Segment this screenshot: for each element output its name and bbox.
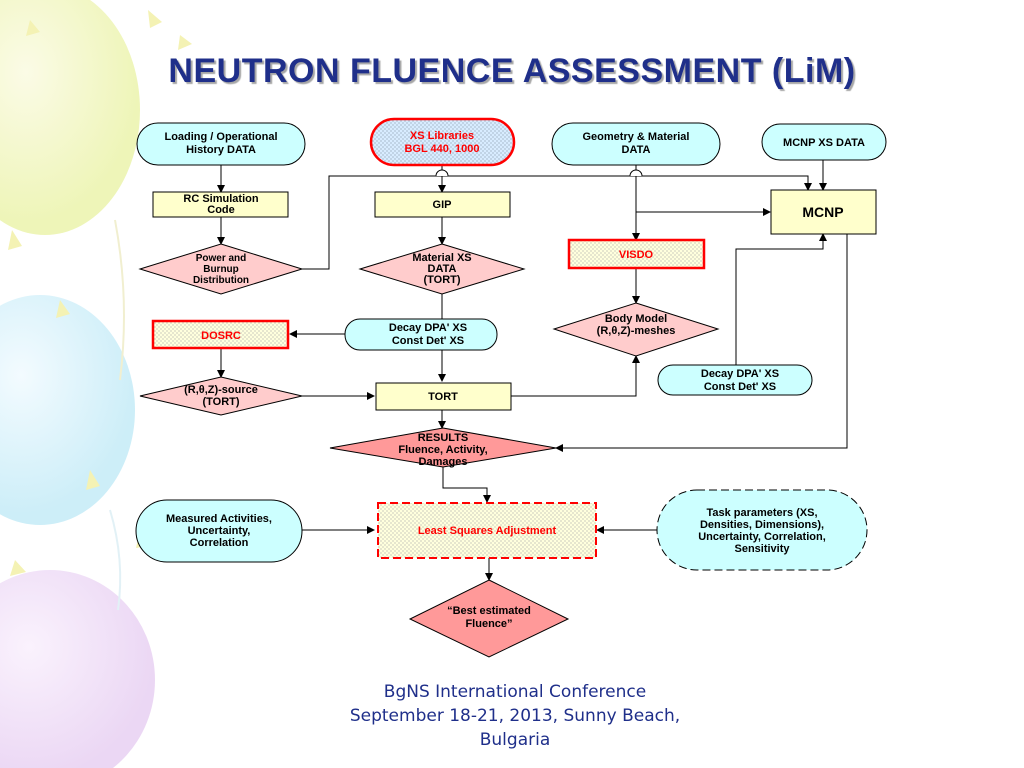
node-visdo: VISDO [567,238,706,270]
node-best-estimated-fluence-line-2: Fluence” [465,618,512,630]
node-visdo-line-1: VISDO [619,249,654,261]
svg-text:(R,θ,Z)-source(TORT): (R,θ,Z)-source(TORT) [184,384,258,408]
node-geometry-line-1: Geometry & Material [583,131,690,143]
svg-text:MCNP: MCNP [802,204,843,220]
node-task-parameters-line-3: Uncertainty, Correlation, [698,531,826,543]
svg-text:VISDO: VISDO [619,249,654,261]
node-mcnp-line-1: MCNP [802,204,843,220]
svg-text:TORT: TORT [428,391,458,403]
node-least-squares-line-1: Least Squares Adjustment [418,525,557,537]
footer-line-1: BgNS International Conference [383,682,647,702]
node-body-model-line-2: (R,θ,Z)-meshes [597,325,676,337]
node-decay-consts-mcnp-line-2: Const Det' XS [704,381,776,393]
conference-footer: BgNS International Conference September … [300,680,730,752]
node-least-squares: Least Squares Adjustment [377,502,597,559]
node-power-burnup-line-3: Distribution [193,275,249,286]
svg-text:Task parameters (XS,Densities,: Task parameters (XS,Densities, Dimension… [698,507,826,555]
node-measured-activities: Measured Activities,Uncertainty,Correlat… [135,499,303,563]
node-best-estimated-fluence-line-1: “Best estimated [447,605,531,617]
node-source-tort: (R,θ,Z)-source(TORT) [139,376,303,416]
node-geometry-line-2: DATA [622,144,651,156]
svg-text:GIP: GIP [433,199,452,211]
svg-text:Measured Activities,Uncertain: Measured Activities,Uncertainty,Correlat… [166,513,272,549]
node-xs-libraries-line-1: XS Libraries [410,130,474,142]
node-mcnp-xs-data: MCNP XS DATA [761,123,887,161]
node-measured-activities-line-2: Uncertainty, [188,525,251,537]
node-material-xs-line-1: Material XS [412,252,471,264]
node-xs-libraries-line-2: BGL 440, 1000 [404,143,479,155]
node-body-model: Body Model(R,θ,Z)-meshes [552,302,720,357]
node-tort-line-1: TORT [428,391,458,403]
node-task-parameters: Task parameters (XS,Densities, Dimension… [656,489,868,571]
svg-text:DOSRC: DOSRC [201,330,241,342]
node-decay-consts-mcnp-line-1: Decay DPA' XS [701,368,779,380]
node-gip-line-1: GIP [433,199,452,211]
node-measured-activities-line-1: Measured Activities, [166,513,272,525]
node-loading-line-1: Loading / Operational [164,131,277,143]
node-measured-activities-line-3: Correlation [190,537,249,549]
node-power-burnup-line-2: Burnup [203,264,239,275]
footer-line-3: Bulgaria [479,730,551,750]
node-mcnp-xs-data-line-1: MCNP XS DATA [783,137,865,149]
node-source-tort-line-2: (TORT) [202,396,239,408]
node-task-parameters-line-4: Sensitivity [734,543,790,555]
node-dosrc-line-1: DOSRC [201,330,241,342]
node-material-xs-line-2: DATA [428,263,457,275]
node-results-line-3: Damages [419,456,468,468]
node-mcnp: MCNP [770,189,877,235]
svg-text:Body Model(R,θ,Z)-meshes: Body Model(R,θ,Z)-meshes [597,313,676,337]
node-tort: TORT [375,382,512,411]
node-loading-line-2: History DATA [186,144,256,156]
node-results-line-2: Fluence, Activity, [398,444,487,456]
node-power-burnup-line-1: Power and [196,253,247,264]
node-rc-simulation-line-1: RC Simulation [183,193,258,205]
node-decay-consts-tort-line-1: Decay DPA' XS [389,322,467,334]
connectors [217,160,848,581]
node-material-xs-line-3: (TORT) [423,274,460,286]
node-task-parameters-line-2: Densities, Dimensions), [700,519,824,531]
node-source-tort-line-1: (R,θ,Z)-source [184,384,258,396]
svg-text:Least Squares Adjustment: Least Squares Adjustment [418,525,557,537]
svg-text:MCNP XS DATA: MCNP XS DATA [783,137,865,149]
node-task-parameters-line-1: Task parameters (XS, [706,507,817,519]
node-decay-consts-tort-line-2: Const Det' XS [392,335,464,347]
node-body-model-line-1: Body Model [605,313,667,325]
node-results-line-1: RESULTS [418,432,469,444]
node-gip: GIP [374,191,511,218]
node-dosrc: DOSRC [151,319,290,350]
line-crossings [435,169,643,177]
footer-line-2: September 18-21, 2013, Sunny Beach, [349,706,681,726]
node-rc-simulation-line-2: Code [207,204,235,216]
slide-title: NEUTRON FLUENCE ASSESSMENT (LiM) [168,52,856,90]
